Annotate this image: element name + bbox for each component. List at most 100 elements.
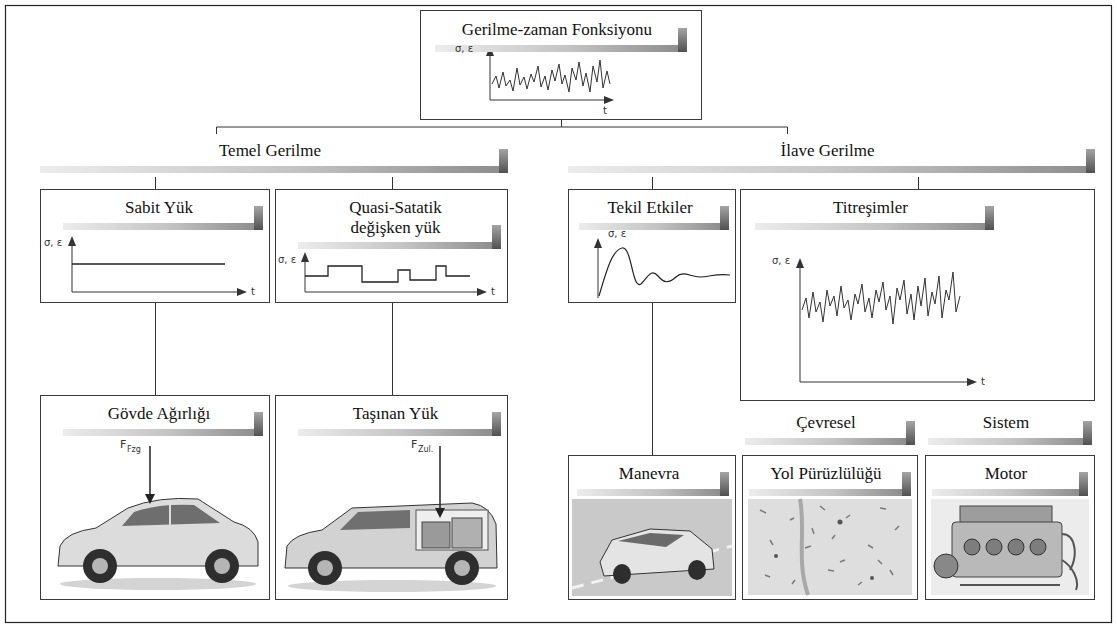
header-stub xyxy=(720,472,729,496)
engine-cover xyxy=(960,506,1052,524)
axis-line xyxy=(72,292,239,293)
force-arrow xyxy=(149,446,151,496)
road-stone xyxy=(870,576,874,580)
example-box: Taşınan Yük xyxy=(275,395,508,600)
header-panel: Yol Pürüzlülüğü xyxy=(749,459,911,496)
connector-line xyxy=(918,177,919,189)
category-band: Temel Gerilme xyxy=(40,134,508,177)
connector xyxy=(155,177,156,189)
outer-frame xyxy=(6,6,1112,623)
connector xyxy=(217,120,562,134)
force-subscript: Zul. xyxy=(418,446,433,454)
example-box: Gövde Ağırlığı xyxy=(40,395,270,600)
force-label: F xyxy=(411,439,417,450)
engine-pipes xyxy=(960,534,1077,590)
axis-arrow xyxy=(237,288,247,296)
car-wheel xyxy=(688,560,706,580)
connector xyxy=(155,303,156,395)
node-title: Gövde Ağırlığı xyxy=(108,404,210,424)
constant-load-line xyxy=(72,263,225,265)
node-title: Sabit Yük xyxy=(125,198,193,218)
example-box: SistemMotor xyxy=(925,455,1095,600)
header-stub xyxy=(1079,472,1088,496)
connector-line xyxy=(217,120,562,134)
axis-label: t xyxy=(603,106,607,116)
connector-line xyxy=(392,177,393,189)
axis-line xyxy=(305,292,479,293)
car-wheel xyxy=(205,549,239,583)
axis-label: σ, ε xyxy=(608,229,626,239)
node-title: Tekil Etkiler xyxy=(607,198,692,218)
road-roughness xyxy=(760,506,899,585)
axis-arrow xyxy=(68,236,76,246)
header-stub xyxy=(492,225,501,249)
connector xyxy=(918,177,919,189)
car-window xyxy=(122,505,220,526)
connector xyxy=(392,303,393,395)
engine-cylinder xyxy=(964,539,980,555)
load-type-box: Quasi-Satatik değişken yük xyxy=(275,189,508,303)
header-panel: Temel Gerilme xyxy=(40,136,508,173)
axis-line xyxy=(72,244,73,292)
header-bar xyxy=(40,166,499,173)
node-title: Çevresel xyxy=(796,413,855,433)
node-title: Sistem xyxy=(983,413,1029,433)
axis-label: σ, ε xyxy=(278,255,296,265)
cargo-box xyxy=(422,522,450,548)
node-title: Taşınan Yük xyxy=(353,404,439,424)
axis-label: σ, ε xyxy=(772,256,790,266)
car-wheel xyxy=(308,551,342,585)
wheel-hub xyxy=(454,560,470,576)
node-title: Manevra xyxy=(619,464,679,484)
axis-label: t xyxy=(251,287,255,297)
cargo-space xyxy=(416,510,488,550)
axis-line xyxy=(490,52,491,100)
car-wheel xyxy=(613,564,631,584)
header-panel: Manevra xyxy=(577,459,729,496)
engine-cylinder xyxy=(1008,539,1024,555)
axis-line xyxy=(800,382,969,383)
road-stone xyxy=(838,520,843,525)
node-title: İlave Gerilme xyxy=(781,141,875,161)
axis-arrow xyxy=(604,96,614,104)
vibration-curve xyxy=(802,272,960,324)
engine-cylinder xyxy=(986,539,1002,555)
connector xyxy=(652,177,653,189)
signal-curve xyxy=(492,60,610,92)
engine-pulley xyxy=(934,554,958,578)
road-crack xyxy=(800,499,808,595)
header-panel: Taşınan Yük xyxy=(298,399,501,436)
engine-block xyxy=(952,522,1062,577)
example-box: ÇevreselYol Pürüzlülüğü xyxy=(742,455,918,600)
header-bar xyxy=(745,438,906,445)
node-title: Gerilme-zaman Fonksiyonu xyxy=(462,20,652,40)
connector xyxy=(392,177,393,189)
load-type-box: Titreşimler xyxy=(740,189,1095,401)
car-window xyxy=(618,533,684,547)
header-bar xyxy=(568,166,1086,173)
header-bar xyxy=(755,223,985,230)
header-panel: Motor xyxy=(932,459,1088,496)
header-panel: İlave Gerilme xyxy=(568,136,1095,173)
header-stub xyxy=(720,206,729,230)
header-bar xyxy=(298,242,492,249)
header-bar xyxy=(577,489,720,496)
axis-arrow xyxy=(967,378,977,386)
connector-line xyxy=(155,177,156,189)
header-stub xyxy=(902,472,911,496)
example-box: Manevra xyxy=(568,455,736,600)
force-subscript: Fzg xyxy=(127,446,141,454)
axis-arrow xyxy=(796,258,804,268)
wheel-hub xyxy=(92,558,108,574)
header-stub xyxy=(492,412,501,436)
node-title: Motor xyxy=(985,464,1028,484)
axis-line xyxy=(598,246,599,298)
connector-line xyxy=(392,303,393,395)
header-panel: Çevresel xyxy=(745,408,915,445)
node-title: Temel Gerilme xyxy=(219,141,321,161)
force-arrowhead xyxy=(145,494,155,504)
header-bar xyxy=(932,489,1079,496)
